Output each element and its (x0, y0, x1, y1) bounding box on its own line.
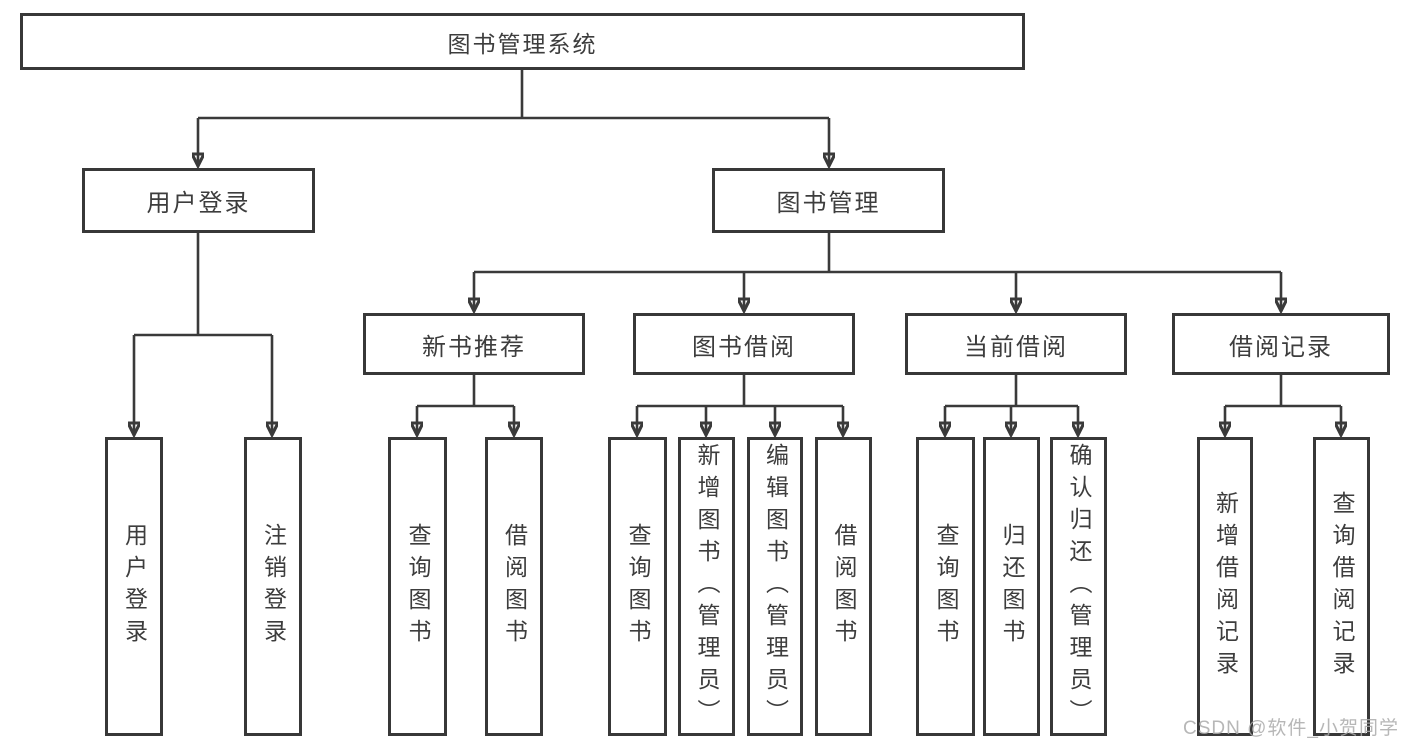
node-label: 编辑图书（管理员） (762, 442, 789, 731)
node-label: 用户登录 (121, 522, 148, 651)
node-user-login: 用户登录 (82, 168, 315, 233)
node-label: 查询图书 (933, 522, 959, 651)
node-label: 归还图书 (999, 522, 1025, 651)
node-book-borrowing: 图书借阅 (633, 313, 855, 375)
node-label: 查询图书 (405, 522, 431, 651)
leaf-nb-borrow-books: 借阅图书 (485, 437, 543, 736)
node-label: 确认归还（管理员） (1066, 442, 1092, 731)
node-label: 查询借阅记录 (1329, 490, 1355, 683)
leaf-bb-query-books: 查询图书 (608, 437, 667, 736)
node-current-borrowing: 当前借阅 (905, 313, 1127, 375)
node-label: 用户登录 (146, 190, 251, 217)
leaf-br-query-record: 查询借阅记录 (1313, 437, 1370, 736)
node-label: 图书借阅 (692, 333, 796, 361)
node-label: 注销登录 (260, 522, 287, 651)
leaf-nb-query-books: 查询图书 (388, 437, 447, 736)
node-label: 新增图书（管理员） (694, 442, 720, 731)
node-label: 借阅图书 (501, 522, 528, 651)
node-label: 当前借阅 (964, 333, 1068, 361)
leaf-bb-borrow-books: 借阅图书 (815, 437, 872, 736)
leaf-user-login: 用户登录 (105, 437, 163, 736)
node-label: 新增借阅记录 (1212, 490, 1239, 683)
leaf-logout: 注销登录 (244, 437, 302, 736)
leaf-bb-edit-books-admin: 编辑图书（管理员） (747, 437, 803, 736)
node-label: 图书管理 (776, 190, 881, 217)
leaf-cb-confirm-return-admin: 确认归还（管理员） (1050, 437, 1107, 736)
node-label: 图书管理系统 (447, 30, 598, 57)
leaf-bb-add-books-admin: 新增图书（管理员） (678, 437, 735, 736)
node-label: 查询图书 (625, 522, 651, 651)
node-label: 新书推荐 (422, 333, 526, 361)
node-book-management: 图书管理 (712, 168, 945, 233)
leaf-cb-query-books: 查询图书 (916, 437, 975, 736)
leaf-br-add-record: 新增借阅记录 (1197, 437, 1253, 736)
csdn-watermark: CSDN @软件_小贺同学 (1183, 718, 1399, 739)
node-root-library-management-system: 图书管理系统 (20, 13, 1025, 70)
node-label: 借阅图书 (831, 522, 857, 651)
node-new-book-recommend: 新书推荐 (363, 313, 585, 375)
node-label: 借阅记录 (1229, 333, 1333, 361)
leaf-cb-return-books: 归还图书 (983, 437, 1040, 736)
node-borrowing-records: 借阅记录 (1172, 313, 1390, 375)
